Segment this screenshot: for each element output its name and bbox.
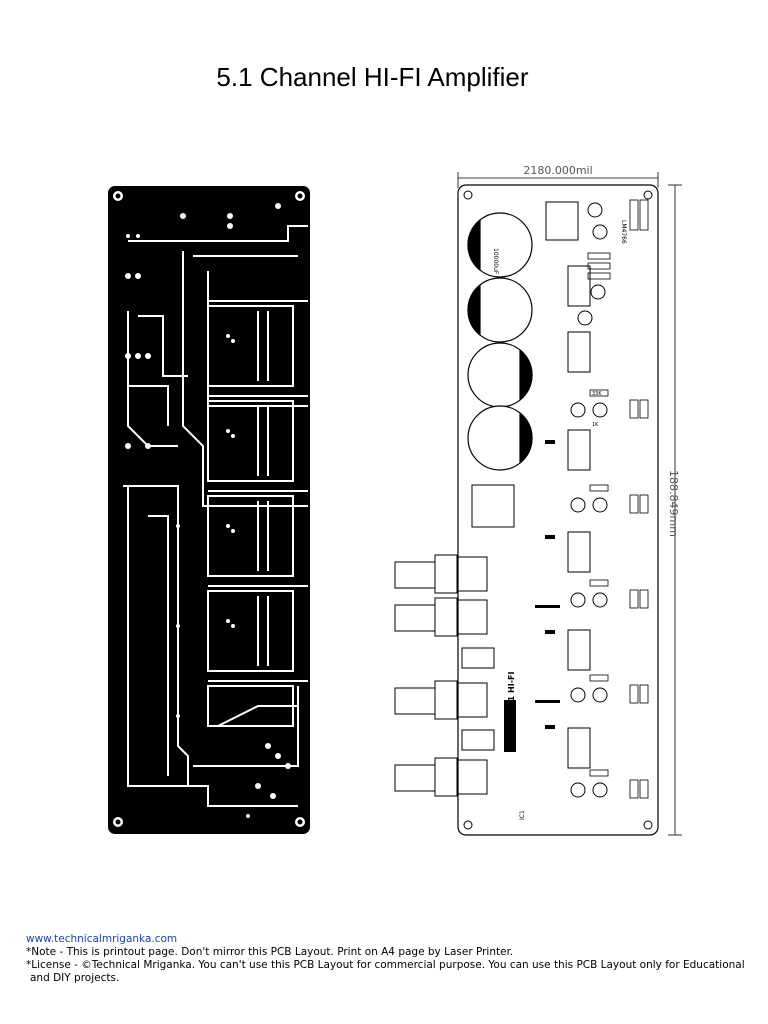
resistor-1k-label: 1K — [592, 422, 599, 428]
license-text-cont: and DIY projects. — [30, 972, 120, 984]
license-text: *License - ©Technical Mriganka. You can'… — [26, 959, 745, 971]
resistor-label: 33K — [592, 391, 602, 397]
pcb-silkscreen-layout: 2180.000mil 188.849mm 10000uF — [394, 164, 682, 836]
height-dimension: 188.849mm — [667, 470, 680, 537]
page-title: 5.1 Channel HI-FI Amplifier — [216, 62, 529, 92]
website-link[interactable]: www.technicalmriganka.com — [26, 933, 178, 945]
pcb-copper-layout — [108, 186, 310, 834]
board-label: DIGITAL 5.1 HI-FI — [507, 672, 516, 748]
lm-label: LM4766 — [620, 220, 627, 244]
cap-label: 10000uF — [492, 248, 499, 275]
ic-label: IC1 — [519, 810, 526, 820]
width-dimension: 2180.000mil — [523, 164, 592, 177]
note-text: *Note - This is printout page. Don't mir… — [26, 946, 514, 958]
footer-notes: www.technicalmriganka.com *Note - This i… — [26, 933, 756, 985]
